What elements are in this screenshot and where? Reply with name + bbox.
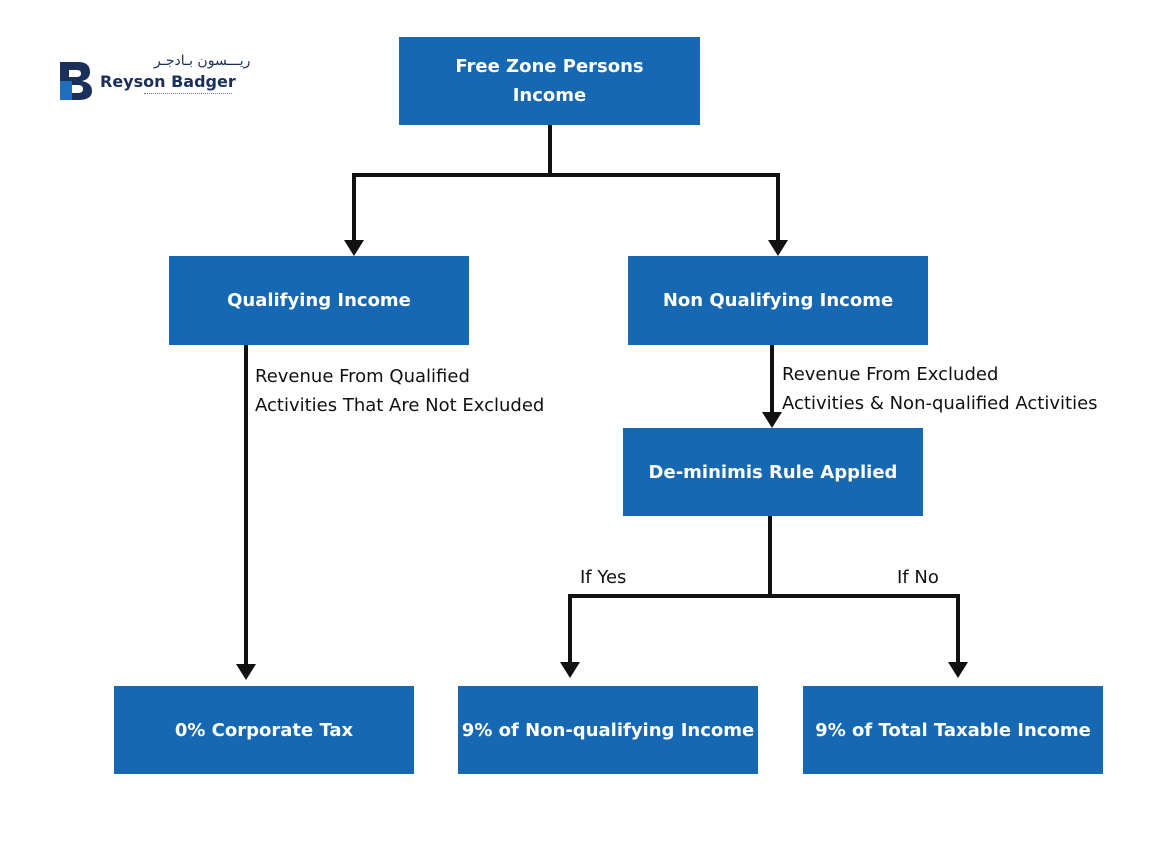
- edge-label-excluded-revenue: Revenue From Excluded Activities & Non-q…: [782, 360, 1098, 418]
- reyson-badger-logo: ريـــسون بـادجـر Reyson Badger: [58, 53, 250, 104]
- node-nine-percent-total-taxable: 9% of Total Taxable Income: [803, 686, 1103, 774]
- edge-label-excluded-line2: Activities & Non-qualified Activities: [782, 393, 1098, 414]
- node-nine-percent-non-qualifying: 9% of Non-qualifying Income: [458, 686, 758, 774]
- node-root-line2: Income: [512, 85, 587, 106]
- node-de-minimis-rule: De-minimis Rule Applied: [623, 428, 923, 516]
- node-non-qualifying-income: Non Qualifying Income: [628, 256, 928, 345]
- node-free-zone-persons-income: Free Zone Persons Income: [399, 37, 700, 125]
- arrowhead-nine-nonq: [560, 662, 580, 678]
- edge-label-qualified-revenue: Revenue From Qualified Activities That A…: [255, 362, 544, 420]
- edge-label-qualified-line2: Activities That Are Not Excluded: [255, 395, 545, 416]
- edge-label-if-yes: If Yes: [580, 567, 627, 588]
- node-qualifying-income: Qualifying Income: [169, 256, 469, 345]
- brand-arabic-name: ريـــسون بـادجـر: [154, 53, 251, 69]
- edge-label-qualified-line1: Revenue From Qualified: [255, 366, 470, 387]
- rb-logo-icon: [60, 62, 92, 100]
- edge-label-if-no: If No: [897, 567, 939, 588]
- arrowhead-nine-total: [948, 662, 968, 678]
- arrowhead-deminimis: [762, 412, 782, 428]
- node-root-line1: Free Zone Persons: [455, 56, 644, 77]
- node-zero-percent-corporate-tax: 0% Corporate Tax: [114, 686, 414, 774]
- brand-tagline-decoration: [144, 93, 232, 97]
- edge-label-excluded-line1: Revenue From Excluded: [782, 364, 999, 385]
- brand-name: Reyson Badger: [100, 72, 236, 91]
- arrowhead-zero-tax: [236, 664, 256, 680]
- arrowhead-qualifying: [344, 240, 364, 256]
- arrowhead-non-qualifying: [768, 240, 788, 256]
